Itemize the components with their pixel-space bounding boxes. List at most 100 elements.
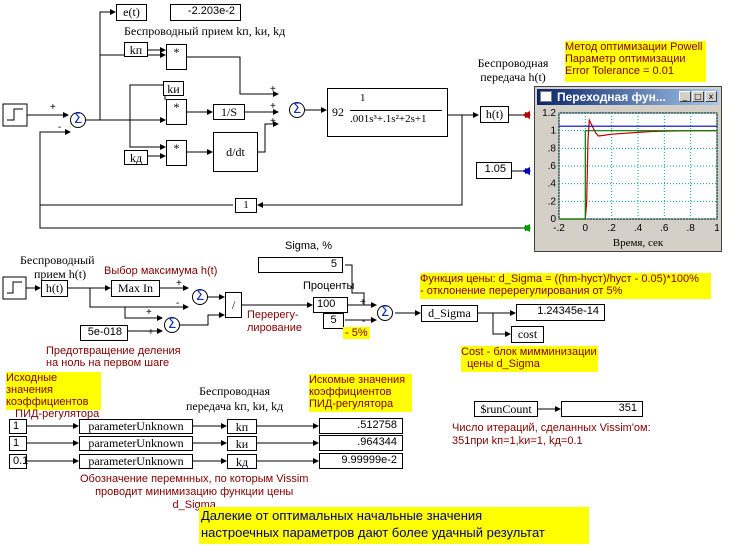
sum-sign-plus: + xyxy=(148,327,154,338)
label-line: Беспроводная xyxy=(199,384,271,398)
iteration-count-note: Число итераций, сделанных Vissim'ом: 351… xyxy=(452,422,651,448)
sum-sign-minus: - xyxy=(176,298,180,309)
minimize-button[interactable]: _ xyxy=(679,91,691,102)
note-line: Cost - блок мимминизации xyxy=(461,346,597,358)
runcount-block[interactable]: $runCount xyxy=(474,401,538,417)
y-tick-label: 1.2 xyxy=(542,108,556,119)
percent-label: Проценты xyxy=(303,280,355,292)
note-line: коэффициентов xyxy=(6,396,89,408)
note-line: 351при kп=1,kи=1, kд=0.1 xyxy=(452,435,583,447)
h-receive-block[interactable]: h(t) xyxy=(41,280,68,297)
parameter-unknown-ki[interactable]: parameterUnknown xyxy=(79,436,193,451)
result-kp-display: .512758 xyxy=(319,418,403,434)
result-ki-display: .964344 xyxy=(319,435,403,451)
gain-one-block[interactable]: 1 xyxy=(235,198,257,213)
plot-window-title[interactable]: Переходная фун... xyxy=(537,89,719,105)
x-tick-label: .8 xyxy=(686,223,695,234)
epsilon-display: 5e-018 xyxy=(80,325,128,341)
cost-block-note: Cost - блок мимминизации цены d_Sigma xyxy=(461,346,598,372)
x-axis-label: Время, сек xyxy=(613,237,664,249)
dsigma-block[interactable]: d_Sigma xyxy=(421,305,478,322)
y-tick-label: .2 xyxy=(548,196,557,207)
y-tick-label: .4 xyxy=(548,179,557,190)
x-tick-label: -.2 xyxy=(553,223,565,234)
mult-block-p[interactable]: * xyxy=(166,44,187,70)
y-tick-label: .6 xyxy=(548,161,557,172)
y-tick-label: .8 xyxy=(548,143,557,154)
note-line: ПИД-регулятора xyxy=(309,398,394,410)
note-line: Параметр оптимизации xyxy=(565,53,686,65)
parameter-unknown-kd[interactable]: parameterUnknown xyxy=(79,454,193,469)
divide-block[interactable]: / xyxy=(225,292,242,318)
tf-fraction-line xyxy=(350,110,442,111)
maximize-button[interactable]: □ xyxy=(692,91,704,102)
init-kd-input[interactable]: 0.1 xyxy=(9,454,28,469)
x-tick-label: .2 xyxy=(607,223,616,234)
note-line: Error Tolerance = 0.01 xyxy=(565,65,674,77)
epsilon-note: Предотвращение деления на ноль на первом… xyxy=(46,345,181,369)
sum-error[interactable]: Σ xyxy=(70,112,86,128)
sum-sign-minus: - xyxy=(362,316,366,327)
plot-window-icon xyxy=(540,91,552,102)
note-line: Предотвращение деления xyxy=(46,345,181,357)
sum-sign-plus: + xyxy=(270,101,276,112)
ki-block[interactable]: kи xyxy=(163,81,184,96)
tf-denominator: .001s³+.1s²+2s+1 xyxy=(350,113,427,125)
conclusion-note: Далекие от оптимальных начальные значени… xyxy=(199,507,589,544)
note-line: Далекие от оптимальных начальные значени… xyxy=(201,508,483,523)
runcount-display: 351 xyxy=(561,401,643,417)
note-line: Исходные значения xyxy=(6,372,58,396)
note-line: Метод оптимизации Powell xyxy=(565,41,703,53)
label-line: Перерегу- xyxy=(247,309,299,321)
gain-100-block[interactable]: 100 xyxy=(313,297,348,313)
tf-numerator: 1 xyxy=(360,92,366,104)
sum-sign-plus: + xyxy=(270,116,276,127)
x-tick-label: 1 xyxy=(714,223,719,234)
minus5-note: - 5% xyxy=(343,327,370,339)
init-kp-input[interactable]: 1 xyxy=(9,419,27,434)
sum-overshoot[interactable]: Σ xyxy=(192,289,208,305)
sum-sign-plus: + xyxy=(176,278,182,289)
sum-cost[interactable]: Σ xyxy=(377,305,393,321)
ki-tx-block[interactable]: kи xyxy=(227,436,257,451)
kp-tx-block[interactable]: kп xyxy=(227,419,257,434)
parameter-unknown-kp[interactable]: parameterUnknown xyxy=(79,419,193,434)
h-transmit-block[interactable]: h(t) xyxy=(480,106,509,123)
mult-block-d[interactable]: * xyxy=(166,140,187,166)
y-tick-label: 1 xyxy=(550,126,556,137)
kd-tx-block[interactable]: kд xyxy=(227,454,257,469)
x-tick-label: .6 xyxy=(660,223,669,234)
sum-epsilon[interactable]: Σ xyxy=(164,317,180,333)
transfer-function-block[interactable]: 92 1 .001s³+.1s²+2s+1 xyxy=(327,88,448,137)
e-block[interactable]: e(t) xyxy=(116,4,147,21)
kp-block[interactable]: kп xyxy=(124,42,148,57)
sigma-label: Sigma, % xyxy=(285,240,333,252)
wireless-receive-k-label: Беспроводный прием kп, kи, kд xyxy=(124,24,286,38)
cost-block[interactable]: cost xyxy=(511,326,544,343)
parameter-note: Обозначение перемнных, по которым Vissim… xyxy=(80,473,308,512)
init-ki-input[interactable]: 1 xyxy=(9,436,27,451)
note-line: Обозначение перемнных, по которым Vissim xyxy=(80,473,309,485)
max-in-block[interactable]: Max In xyxy=(111,280,160,297)
note-line: коэффициентов xyxy=(309,386,392,398)
kd-block[interactable]: kд xyxy=(124,150,148,165)
mult-block-i[interactable]: * xyxy=(166,99,187,125)
label-line: лирование xyxy=(247,322,302,334)
sum-sign-plus: + xyxy=(360,297,366,308)
integrator-block[interactable]: 1/S xyxy=(213,104,245,120)
sum-pid[interactable]: Σ xyxy=(289,102,305,118)
max-select-label: Выбор максимума h(t) xyxy=(104,265,218,277)
sought-values-note: Искомые значения коэффициентов ПИД-регул… xyxy=(309,374,412,412)
derivative-block[interactable]: d/dt xyxy=(213,132,258,172)
sum-sign-plus: + xyxy=(270,84,276,95)
label-line: Беспроводный xyxy=(20,253,95,267)
const-5-block[interactable]: 5 xyxy=(323,313,344,329)
close-button[interactable]: x xyxy=(705,91,717,102)
sum-sign-minus: - xyxy=(58,122,62,133)
dsigma-display: 1.24345e-14 xyxy=(516,304,605,321)
wireless-recv-h-label: Беспроводный прием h(t) xyxy=(20,253,95,281)
overshoot-label: Перерегу- лирование xyxy=(247,309,302,335)
